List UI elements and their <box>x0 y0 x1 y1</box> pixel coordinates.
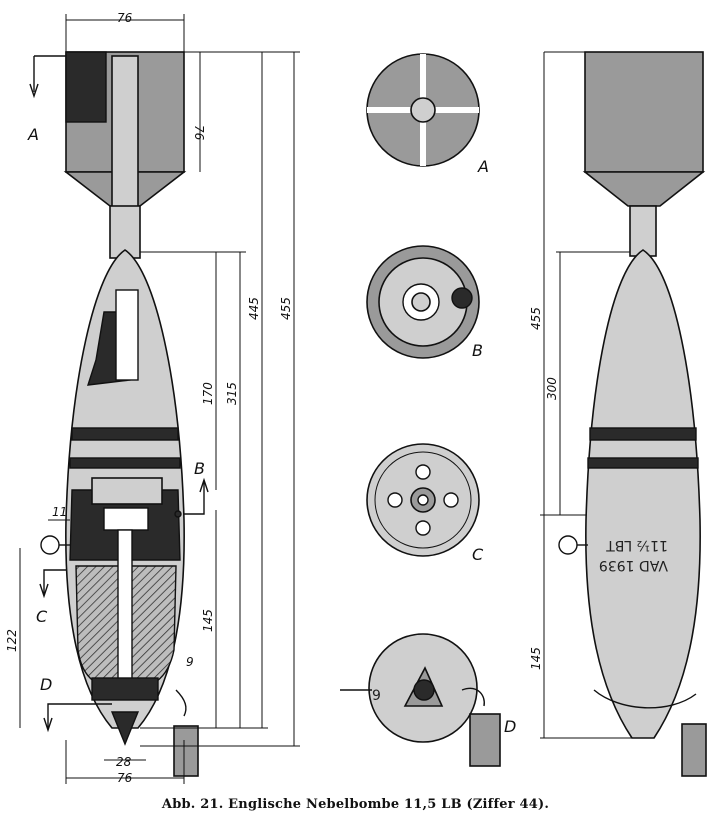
ext-body <box>585 249 701 739</box>
end-view-label-b: B <box>472 341 483 360</box>
ext-band-2 <box>587 457 699 469</box>
dim-9: 9 <box>186 655 194 669</box>
body-marking-2: VAD 1939 <box>599 557 668 573</box>
end-view-c: C <box>366 443 484 564</box>
end-view-label-c: C <box>472 545 484 564</box>
upper-rod <box>115 289 139 381</box>
end-view-d-mark: 9 <box>372 688 381 704</box>
dim-11: 11 <box>52 505 67 519</box>
ext-dim-300: 300 <box>545 377 559 400</box>
dim-tail-height: 76 <box>192 125 206 141</box>
exterior-view: 11½ LBT VAD 1939 455 300 145 <box>529 51 707 777</box>
dim-nose-28: 28 <box>116 755 132 769</box>
central-tube <box>117 529 133 691</box>
nose-tip <box>110 711 140 746</box>
figure-caption: Abb. 21. Englische Nebelbombe 11,5 LB (Z… <box>161 797 550 812</box>
section-label-b: B <box>194 459 205 478</box>
nose-plug <box>91 677 159 701</box>
dim-tail-width: 76 <box>117 11 133 25</box>
dim-length-455: 455 <box>279 297 293 320</box>
section-label-a: A <box>27 125 39 144</box>
ext-dim-145: 145 <box>529 647 543 670</box>
ext-chain <box>593 689 697 709</box>
end-view-d-tag <box>469 713 501 767</box>
ext-tag <box>681 723 707 777</box>
dim-122: 122 <box>5 629 19 652</box>
section-label-c: C <box>36 607 48 626</box>
dim-145: 145 <box>201 609 215 632</box>
dim-body-width: 76 <box>117 771 133 785</box>
end-views: A B C 9 <box>340 53 516 767</box>
fuze-head <box>91 477 163 505</box>
safety-tag <box>173 725 199 777</box>
end-view-b: B <box>366 245 483 360</box>
body-marking-1: 11½ LBT <box>606 537 668 553</box>
ext-dim-455: 455 <box>529 307 543 330</box>
safety-chain <box>175 689 187 717</box>
ext-tail-stem <box>629 205 657 257</box>
band-stripe-1 <box>71 427 179 441</box>
tail-rod <box>111 55 139 209</box>
end-view-a: A <box>366 53 489 176</box>
dim-315: 315 <box>225 382 239 405</box>
end-view-label-d: D <box>504 717 516 736</box>
tail-box-dark-corner <box>65 51 107 123</box>
band-stripe-2 <box>69 457 181 469</box>
end-view-label-a: A <box>477 157 489 176</box>
dim-length-445: 445 <box>247 297 261 320</box>
ext-tail-box <box>584 51 704 173</box>
dim-170: 170 <box>201 382 215 405</box>
section-label-d: D <box>40 675 52 694</box>
ext-lifting-lug <box>558 535 578 555</box>
ext-tail-cone <box>582 171 706 207</box>
ext-band-1 <box>589 427 697 441</box>
fuze-core <box>103 507 149 531</box>
section-view: 76 76 445 455 170 315 145 11 122 9 28 76… <box>5 11 300 785</box>
end-view-d: 9 D <box>340 633 516 767</box>
lifting-lug <box>40 535 60 555</box>
